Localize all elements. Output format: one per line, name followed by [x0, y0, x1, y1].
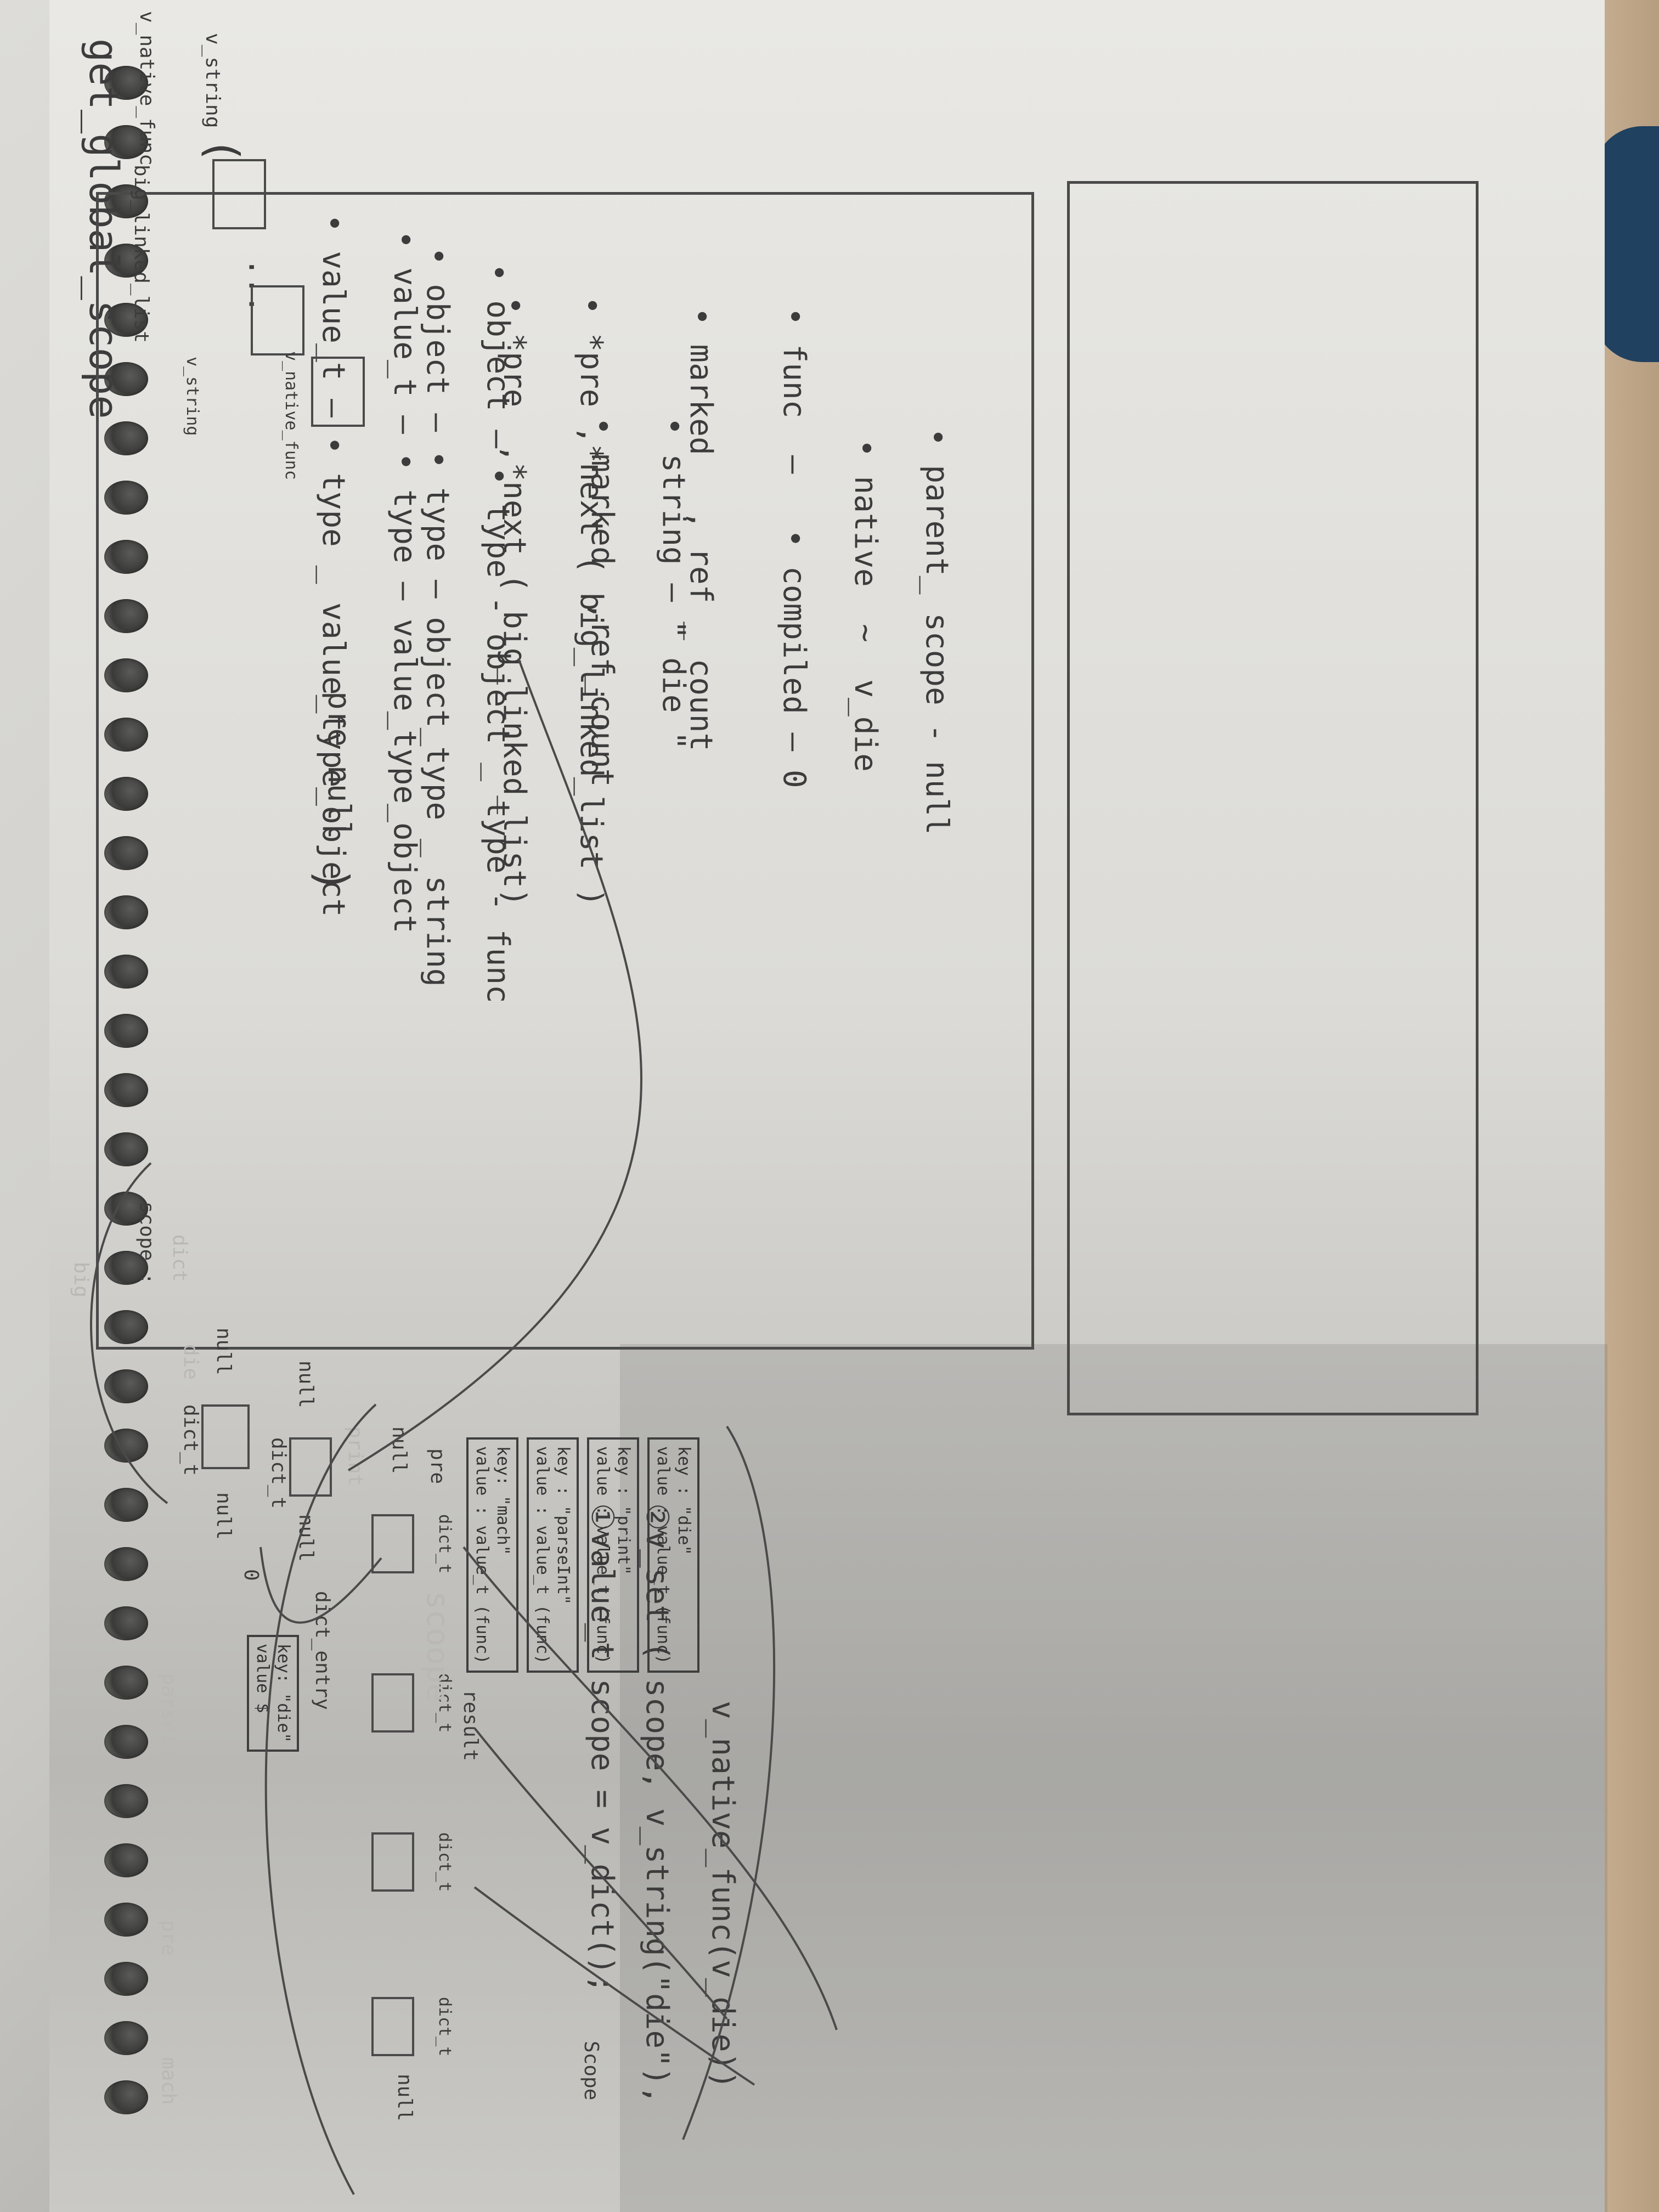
- binding-hole: [104, 1725, 148, 1759]
- binding-hole: [104, 2021, 148, 2055]
- binding-hole: [104, 125, 148, 159]
- line-node-to-entry: [473, 1727, 728, 2020]
- binding-hole: [104, 1310, 148, 1344]
- binding-hole: [104, 1132, 148, 1166]
- binding-hole: [104, 1784, 148, 1818]
- binding-hole: [104, 1843, 148, 1877]
- result-outline-bottom: [682, 1425, 776, 2140]
- binding-hole: [104, 1962, 148, 1996]
- binding-hole: [104, 1903, 148, 1937]
- spiral-binding: [49, 0, 192, 2212]
- line-string-to-entry: [347, 658, 642, 1471]
- binding-hole: [104, 66, 148, 100]
- connector-lines: [90, 658, 838, 2195]
- binding-hole: [104, 718, 148, 752]
- binding-hole: [104, 1488, 148, 1522]
- binding-hole: [104, 1547, 148, 1581]
- binding-hole: [104, 1073, 148, 1107]
- binding-hole: [104, 481, 148, 515]
- sketch-canvas: get_global_scope v_string v_native_func …: [49, 0, 1605, 2212]
- notebook-page: get_global_scope v_string v_native_func …: [49, 0, 1607, 2212]
- scope-outline: [90, 1162, 168, 1504]
- binding-hole: [104, 955, 148, 989]
- binding-hole: [104, 777, 148, 811]
- binding-hole: [104, 599, 148, 633]
- line-node-to-entry: [462, 1546, 838, 2030]
- binding-hole: [104, 1606, 148, 1640]
- line-step-to-node: [259, 1547, 382, 1624]
- binding-hole: [104, 421, 148, 455]
- binding-hole: [104, 1251, 148, 1285]
- hand-shadow: [620, 1344, 1607, 2212]
- binding-hole: [104, 303, 148, 337]
- line-node-to-entry: [473, 1886, 755, 2086]
- binding-hole: [104, 244, 148, 278]
- binding-hole: [104, 2080, 148, 2114]
- binding-hole: [104, 895, 148, 929]
- binding-hole: [104, 1014, 148, 1048]
- binding-hole: [104, 836, 148, 870]
- binding-hole: [104, 658, 148, 692]
- binding-hole: [104, 184, 148, 218]
- binding-hole: [104, 540, 148, 574]
- binding-hole: [104, 1666, 148, 1700]
- result-outline-top: [264, 1403, 377, 2195]
- binding-hole: [104, 1369, 148, 1403]
- binding-hole: [104, 362, 148, 396]
